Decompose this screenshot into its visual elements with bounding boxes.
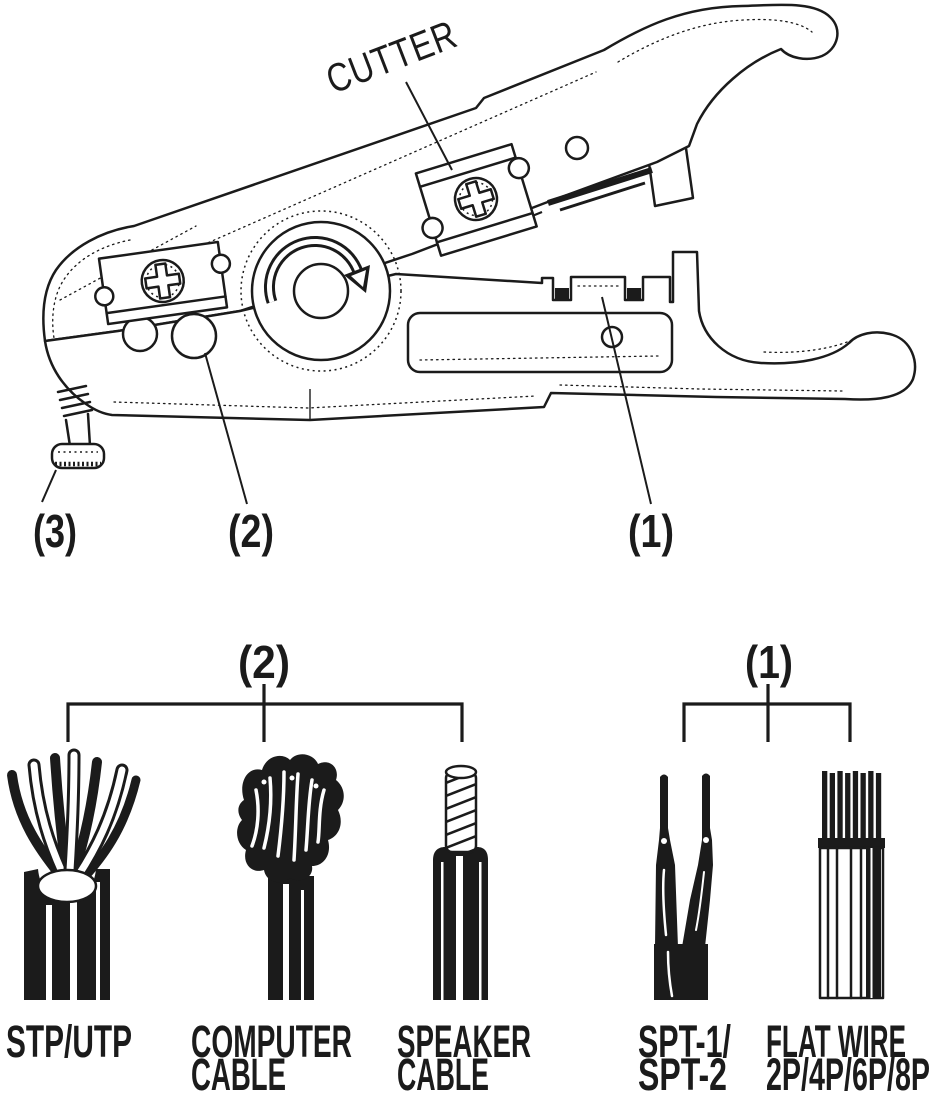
contour-dotted: [52, 239, 131, 339]
group-2-bracket: [66, 702, 464, 742]
stripper-groove-scallop: [170, 312, 218, 360]
arm-pivot-hole: [564, 135, 590, 161]
group-1-label: (1): [745, 636, 793, 688]
dial-dotted-ring: [240, 210, 402, 372]
cable-speaker: [433, 764, 488, 1000]
label-flat-wire-line1: FLAT WIRE: [766, 1016, 906, 1067]
label-computer-line1: COMPUTER: [191, 1016, 352, 1067]
stripper-tool-illustration: CUTTER (3) (2) (1): [33, 3, 917, 557]
cutter-blade-block: [414, 142, 538, 257]
label-flat-wire-line2: 2P/4P/6P/8P: [766, 1049, 930, 1093]
group-2-label: (2): [238, 636, 290, 688]
label-computer-line2: CABLE: [191, 1049, 286, 1093]
contour-dotted: [617, 18, 813, 63]
label-speaker-line1: SPEAKER: [397, 1016, 531, 1067]
group-1-bracket: [682, 702, 852, 742]
dial-hub: [292, 262, 350, 320]
jaw-slot-shadow: [627, 288, 641, 301]
cutter-leader-line: [405, 81, 453, 171]
label-stp-utp: STP/UTP: [6, 1016, 132, 1067]
contour-dotted: [419, 355, 659, 361]
callout-2-leader: [204, 352, 248, 505]
label-spt-line2: SPT-2: [638, 1049, 727, 1093]
rotate-arrowhead-inner: [351, 270, 366, 287]
contour-dotted: [113, 395, 537, 409]
handle-slot-hole: [600, 325, 624, 349]
callout-1-leader: [601, 296, 652, 505]
contour-dotted: [152, 71, 597, 268]
callout-3: (3): [33, 505, 77, 557]
callout-3-leader: [41, 469, 57, 503]
label-speaker-line2: CABLE: [397, 1049, 489, 1093]
cable-flat-wire: [818, 771, 885, 1000]
blade-gap-line: [547, 167, 653, 206]
jaw-slot-shadow: [555, 288, 569, 301]
cutter-label: CUTTER: [320, 13, 463, 103]
contour-dotted: [763, 339, 853, 354]
stripper-blade-block: [94, 240, 232, 326]
rotate-arrow-icon-inner: [266, 238, 361, 303]
handle-slot: [406, 311, 674, 374]
label-spt-line1: SPT-1/: [638, 1016, 731, 1067]
callout-1: (1): [628, 505, 674, 557]
callout-2: (2): [228, 505, 274, 557]
blade-gap-line: [559, 181, 646, 212]
cable-spt: [654, 773, 713, 1000]
adjustment-dial[interactable]: [240, 210, 402, 372]
cable-stp-utp: [7, 748, 141, 1000]
cable-computer: [237, 754, 344, 1000]
cable-types-illustration: (2) (1): [6, 636, 930, 1093]
lock-screw[interactable]: [50, 384, 106, 470]
